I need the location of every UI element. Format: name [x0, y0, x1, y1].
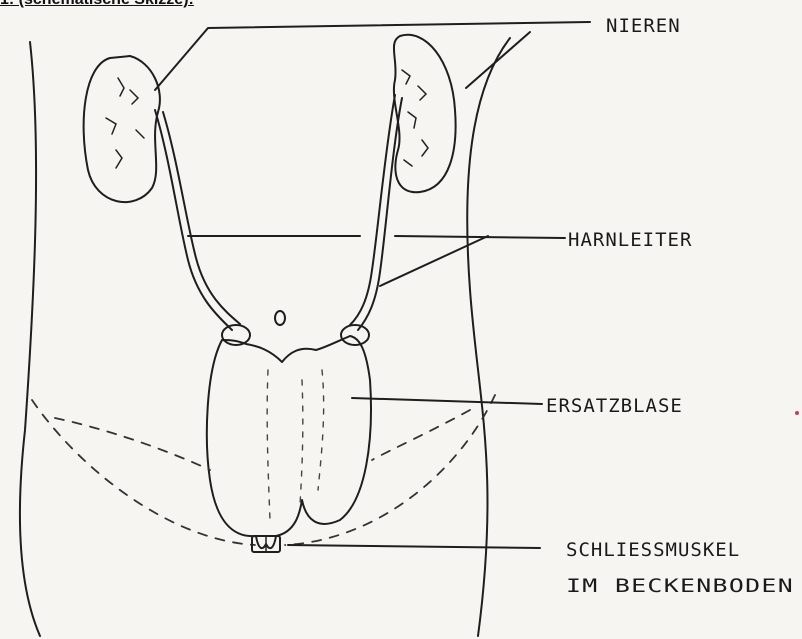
label-schliessmuskel-line2: IM BECKENBODEN [566, 575, 794, 597]
body-outline-left [20, 42, 40, 636]
right-kidney [394, 35, 456, 192]
replacement-bladder [207, 336, 371, 548]
label-nieren: NIEREN [606, 15, 681, 37]
pelvic-floor-upper-right [372, 410, 470, 460]
pelvic-floor-left [32, 400, 255, 545]
ureters [155, 95, 402, 345]
left-kidney [84, 56, 160, 202]
leader-lines [155, 22, 590, 548]
label-harnleiter: HARNLEITER [568, 229, 692, 251]
navel [275, 311, 285, 325]
label-ersatzblase: ERSATZBLASE [546, 395, 683, 417]
label-schliessmuskel-line1: SCHLIESSMUSKEL [566, 539, 740, 561]
stray-mark [795, 411, 799, 415]
pelvic-floor-upper-left [55, 418, 210, 470]
